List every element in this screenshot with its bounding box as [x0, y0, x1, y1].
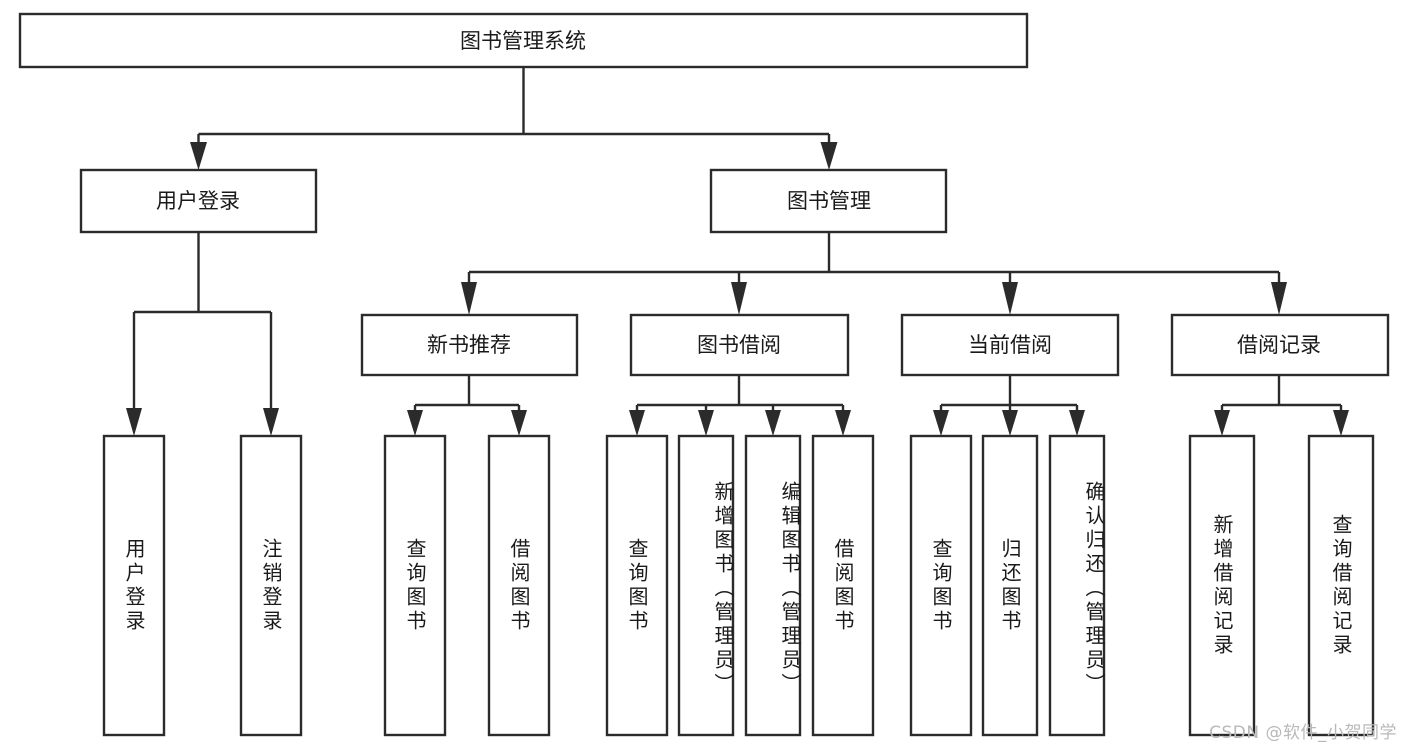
arrowhead-leaf-add-book: [698, 410, 714, 436]
arrowhead-leaf-return-book: [1002, 410, 1018, 436]
node-box-book-management[interactable]: [709, 168, 948, 234]
arrowhead-leaf-confirm-return: [1069, 410, 1085, 436]
leaf-box-query-book-1[interactable]: [383, 434, 447, 737]
node-box-book-borrow[interactable]: [629, 313, 850, 377]
watermark-text: CSDN @软件_小贺同学: [1209, 723, 1397, 743]
leaf-box-borrow-book-1[interactable]: [487, 434, 551, 737]
arrowhead-leaf-query-book-3: [933, 410, 949, 436]
arrowhead-leaf-query-book-2: [629, 410, 645, 436]
leaf-box-edit-book-admin[interactable]: [744, 434, 802, 737]
leaf-box-user-login[interactable]: [102, 434, 166, 737]
arrowhead-current: [1002, 282, 1018, 315]
leaf-box-add-borrow-record[interactable]: [1188, 434, 1256, 737]
leaf-box-query-book-3[interactable]: [909, 434, 973, 737]
label-user-login: 用户登录: [156, 189, 240, 213]
label-current-borrow: 当前借阅: [968, 333, 1052, 357]
arrowhead-leaf-borrow-book-2: [835, 410, 851, 436]
label-book-management: 图书管理: [787, 189, 871, 213]
leaf-box-return-book[interactable]: [981, 434, 1039, 737]
node-box-user-login[interactable]: [79, 168, 318, 234]
node-box-new-book-recommend[interactable]: [360, 313, 579, 377]
leaf-box-add-book-admin[interactable]: [677, 434, 735, 737]
leaf-box-query-borrow-record[interactable]: [1307, 434, 1375, 737]
leaf-box-logout[interactable]: [239, 434, 303, 737]
arrowhead-leaf-user-login: [126, 408, 142, 436]
label-borrow-record: 借阅记录: [1237, 333, 1321, 357]
arrowhead-book-mgmt: [820, 142, 838, 170]
label-new-book-recommend: 新书推荐: [427, 333, 511, 357]
arrowhead-leaf-logout: [263, 408, 279, 436]
node-box-layer: [18, 12, 1390, 737]
arrowhead-leaf-borrow-book-1: [511, 410, 527, 436]
leaf-box-confirm-return-admin[interactable]: [1048, 434, 1106, 737]
arrowhead-leaf-edit-book: [765, 410, 781, 436]
label-root: 图书管理系统: [460, 29, 586, 53]
arrowhead-new-rec: [461, 282, 477, 315]
arrowhead-leaf-query-book-1: [407, 410, 423, 436]
arrowhead-layer: [126, 142, 1349, 436]
arrowhead-record: [1271, 282, 1287, 315]
arrowhead-borrow: [731, 282, 747, 315]
leaf-box-borrow-book-2[interactable]: [811, 434, 875, 737]
node-label-layer: 图书管理系统 用户登录 图书管理 新书推荐 图书借阅 当前借阅 借阅记录: [156, 29, 1321, 357]
arrowhead-user-login: [190, 142, 207, 170]
arrowhead-leaf-query-record: [1333, 410, 1349, 436]
leaf-box-query-book-2[interactable]: [605, 434, 669, 737]
node-box-root[interactable]: [18, 12, 1029, 69]
node-box-current-borrow[interactable]: [900, 313, 1120, 377]
arrowhead-leaf-add-record: [1214, 410, 1230, 436]
node-box-borrow-record[interactable]: [1170, 313, 1390, 377]
label-book-borrow: 图书借阅: [697, 333, 781, 357]
